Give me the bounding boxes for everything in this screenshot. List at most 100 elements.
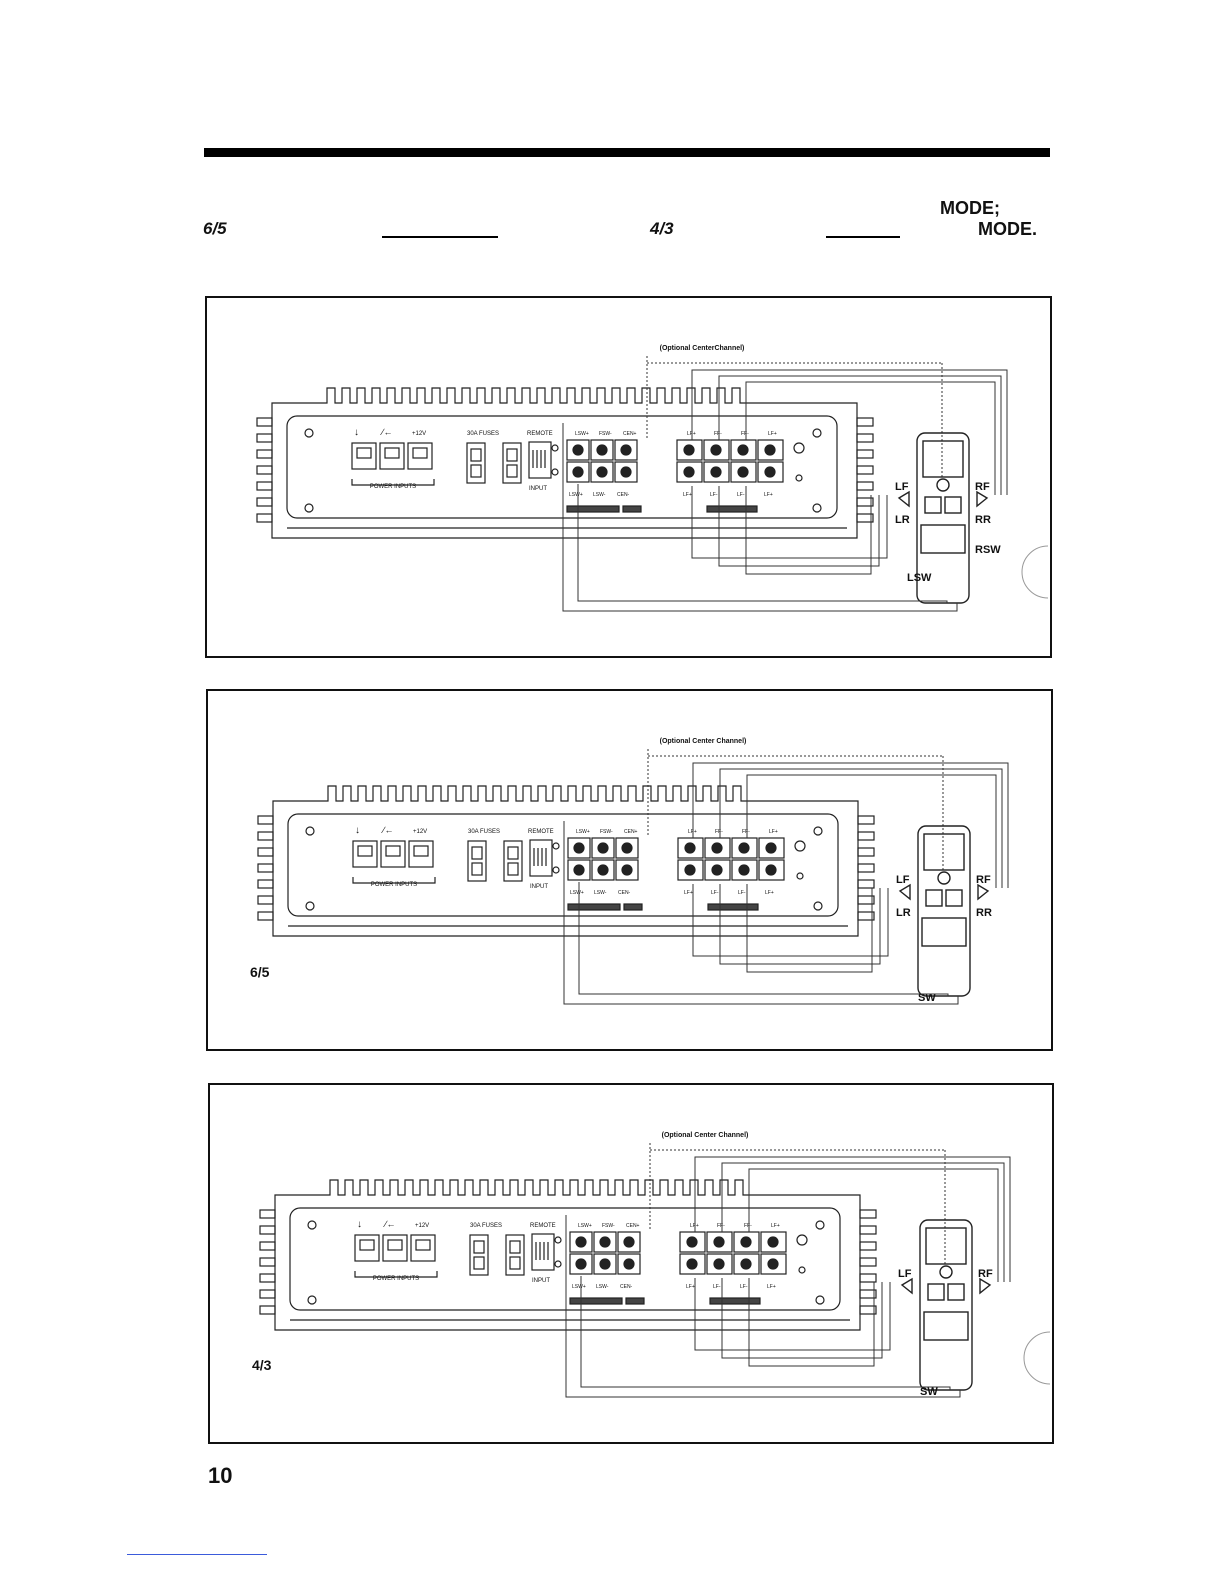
sat-terminal bbox=[733, 1231, 760, 1253]
terminal-screw bbox=[620, 444, 632, 456]
sat-terminal bbox=[679, 1253, 706, 1275]
plus-icon bbox=[796, 1234, 808, 1246]
heatsink-outline bbox=[271, 387, 858, 539]
terminal-screw bbox=[385, 845, 401, 857]
input-label: INPUT bbox=[532, 1278, 550, 1284]
sat-bottom-label: LF- bbox=[710, 492, 718, 498]
power-terminal bbox=[354, 1234, 380, 1262]
terminal-screw bbox=[738, 842, 750, 854]
fin-left bbox=[257, 831, 274, 841]
led-icon bbox=[795, 474, 803, 482]
fuse bbox=[506, 464, 518, 478]
fin-left bbox=[257, 911, 274, 921]
terminal-screw bbox=[740, 1258, 752, 1270]
sat-top-label: LF+ bbox=[687, 431, 696, 437]
sat-bottom-label: LF- bbox=[711, 890, 719, 896]
wire bbox=[721, 1278, 883, 1359]
center-speaker-icon bbox=[939, 1265, 953, 1279]
fin-right bbox=[857, 863, 875, 873]
sat-terminal bbox=[677, 837, 704, 859]
terminal-screw bbox=[623, 1258, 635, 1270]
car-body bbox=[919, 1219, 973, 1391]
fin-left bbox=[257, 863, 274, 873]
power-inputs-label: POWER INPUTS bbox=[370, 484, 416, 490]
fuses-label: 30A FUSES bbox=[470, 1223, 502, 1229]
fuses-label: 30A FUSES bbox=[468, 829, 500, 835]
speaker-label-lf: LF bbox=[896, 874, 910, 886]
power-bracket bbox=[351, 479, 435, 486]
sat-bottom-label: LF- bbox=[738, 890, 746, 896]
sub-label-plate bbox=[567, 903, 621, 911]
sat-terminal bbox=[703, 439, 730, 461]
terminal-screw bbox=[713, 1236, 725, 1248]
terminal-screw bbox=[412, 447, 428, 459]
wire bbox=[694, 1156, 1011, 1282]
screw-icon bbox=[304, 428, 314, 438]
power-terminal bbox=[382, 1234, 408, 1262]
seat bbox=[924, 496, 942, 514]
heatsink-outline bbox=[274, 1179, 861, 1331]
sat-bottom-label: LF- bbox=[737, 492, 745, 498]
face-plate bbox=[287, 813, 839, 917]
screw-icon bbox=[305, 901, 315, 911]
terminal-screw bbox=[599, 1236, 611, 1248]
led-icon bbox=[551, 468, 559, 476]
terminal-screw bbox=[683, 444, 695, 456]
sat-top-label: LF+ bbox=[771, 1223, 780, 1229]
sub-terminal bbox=[590, 461, 614, 483]
remote-jack bbox=[529, 839, 553, 877]
fin-right bbox=[857, 815, 875, 825]
sub-terminal bbox=[567, 837, 591, 859]
fuse-holder bbox=[467, 840, 487, 882]
sat-label-plate bbox=[707, 903, 759, 911]
fin-right bbox=[856, 465, 874, 475]
wire bbox=[692, 884, 889, 957]
led-icon bbox=[798, 1266, 806, 1274]
sub-wire bbox=[580, 1276, 951, 1390]
speaker-label-rf: RF bbox=[975, 481, 990, 493]
terminal-screw bbox=[711, 864, 723, 876]
speaker-wires bbox=[565, 1156, 1011, 1398]
amplifier bbox=[259, 1179, 877, 1331]
fin-right bbox=[859, 1241, 877, 1251]
speaker-label-rr: RR bbox=[976, 907, 992, 919]
sat-terminal bbox=[731, 859, 758, 881]
sub-top-label: FSW- bbox=[602, 1223, 615, 1229]
wire bbox=[718, 375, 1002, 495]
sub-terminal bbox=[591, 837, 615, 859]
sub-terminal bbox=[615, 837, 639, 859]
remote-label: REMOTE bbox=[530, 1223, 556, 1229]
fin-left bbox=[256, 433, 273, 443]
cen-label-plate bbox=[625, 1297, 645, 1305]
fin-left bbox=[256, 417, 273, 427]
terminal-screw bbox=[767, 1236, 779, 1248]
terminal-screw bbox=[384, 447, 400, 459]
sat-terminal bbox=[676, 461, 703, 483]
panel-mode-tag: 6/5 bbox=[250, 964, 270, 980]
terminal-screw bbox=[575, 1258, 587, 1270]
fin-right bbox=[857, 847, 875, 857]
terminal-screw bbox=[765, 842, 777, 854]
blank-underline-1 bbox=[382, 236, 498, 238]
sat-top-label: LF+ bbox=[690, 1223, 699, 1229]
fin-left bbox=[256, 481, 273, 491]
sat-terminal bbox=[706, 1231, 733, 1253]
amplifier bbox=[257, 785, 875, 937]
screw-icon bbox=[813, 826, 823, 836]
sub-wire bbox=[565, 1215, 961, 1398]
led-icon bbox=[552, 842, 560, 850]
ground-icon: ↓ bbox=[357, 1219, 362, 1230]
fuse bbox=[509, 1256, 521, 1270]
rear-seat bbox=[920, 524, 966, 554]
terminal-screw bbox=[572, 444, 584, 456]
sub-wire bbox=[563, 821, 959, 1005]
fin-right bbox=[859, 1273, 877, 1283]
sat-top-label: FF- bbox=[715, 829, 723, 835]
sub-terminal bbox=[593, 1231, 617, 1253]
speaker-label-lf: LF bbox=[895, 481, 909, 493]
input-label: INPUT bbox=[530, 884, 548, 890]
car-windshield bbox=[923, 833, 965, 871]
rear-seat bbox=[921, 917, 967, 947]
